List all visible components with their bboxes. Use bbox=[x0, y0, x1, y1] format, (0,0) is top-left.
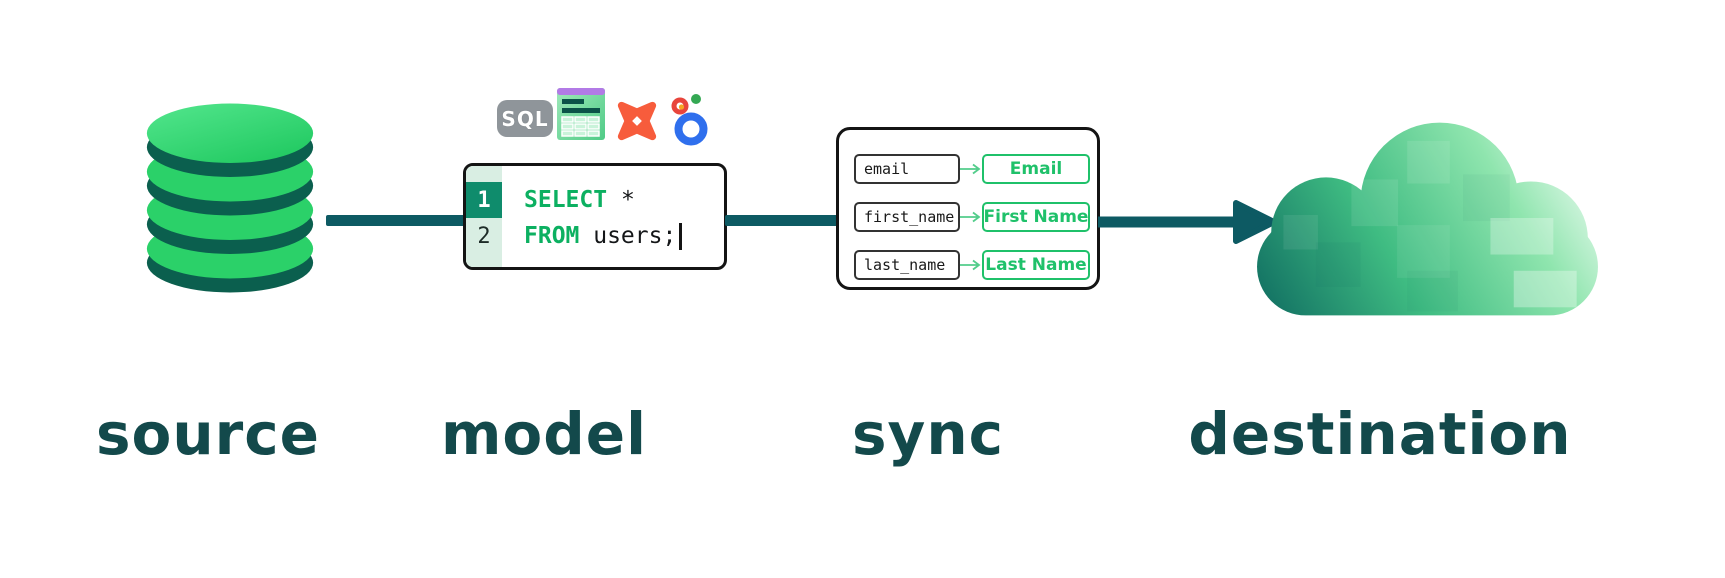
arrow-model-to-sync bbox=[725, 215, 840, 226]
stage-label-sync: sync bbox=[851, 400, 1005, 468]
source-field: last_name bbox=[854, 250, 960, 280]
mapping-row: last_name Last Name bbox=[854, 250, 1097, 280]
mapping-arrow-icon bbox=[960, 259, 982, 271]
sync-mapping-panel: email Email first_name First Name last_n… bbox=[836, 127, 1100, 290]
code-line-2: FROM users; bbox=[524, 218, 724, 254]
sql-keyword: FROM bbox=[524, 223, 580, 249]
line-number-gutter: 1 2 bbox=[466, 166, 502, 267]
destination-field: First Name bbox=[982, 202, 1090, 232]
spreadsheet-icon bbox=[557, 88, 605, 140]
line-number: 2 bbox=[477, 223, 491, 249]
mapping-arrow-icon bbox=[960, 163, 982, 175]
line-number: 1 bbox=[466, 182, 502, 218]
sql-badge: SQL bbox=[497, 100, 553, 137]
code-line-1: SELECT * bbox=[524, 182, 724, 218]
stage-label-model: model bbox=[440, 400, 648, 468]
destination-field: Email bbox=[982, 154, 1090, 184]
looker-icon bbox=[671, 94, 708, 146]
sql-text: users; bbox=[579, 223, 677, 249]
mapping-arrow-icon bbox=[960, 211, 982, 223]
source-field: email bbox=[854, 154, 960, 184]
cloud-icon bbox=[1257, 122, 1598, 316]
destination-field: Last Name bbox=[982, 250, 1090, 280]
text-cursor bbox=[679, 222, 683, 250]
stage-label-source: source bbox=[96, 400, 320, 468]
code-area: SELECT * FROM users; bbox=[502, 166, 724, 267]
dbt-icon bbox=[617, 101, 657, 141]
mapping-row: email Email bbox=[854, 154, 1097, 184]
stage-label-destination: destination bbox=[1188, 400, 1572, 468]
source-field: first_name bbox=[854, 202, 960, 232]
database-icon bbox=[146, 103, 314, 293]
mapping-row: first_name First Name bbox=[854, 202, 1097, 232]
sql-keyword: SELECT bbox=[524, 187, 608, 213]
sql-text: * bbox=[607, 187, 635, 213]
arrow-source-to-model bbox=[326, 215, 466, 226]
sql-model-editor: 1 2 SELECT * FROM users; bbox=[463, 163, 727, 270]
arrow-sync-to-destination bbox=[1098, 200, 1277, 244]
